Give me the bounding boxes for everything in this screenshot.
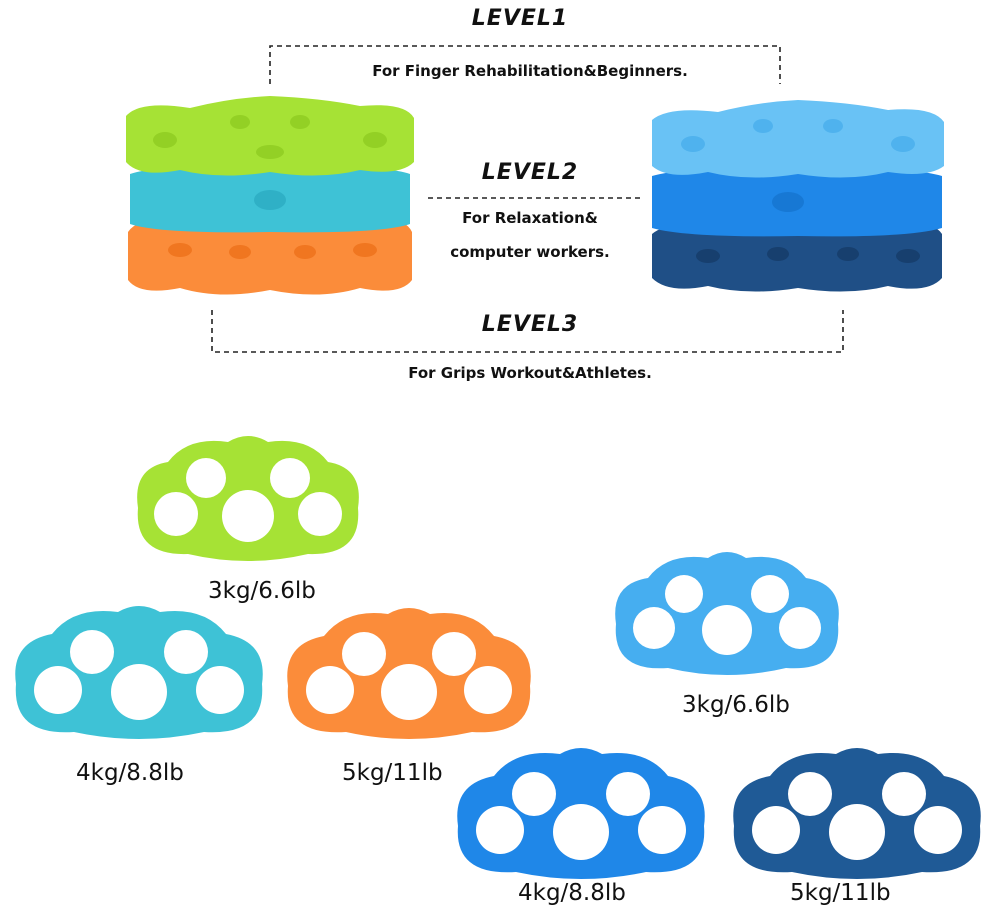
band-light-blue <box>615 552 839 675</box>
weight-label-navy: 5kg/11lb <box>790 880 891 906</box>
band-orange <box>287 608 531 739</box>
level2-title: LEVEL2 <box>481 160 579 185</box>
level3-title: LEVEL3 <box>481 312 579 337</box>
level3-description: For Grips Workout&Athletes. <box>408 364 652 382</box>
band-teal <box>15 606 263 739</box>
band-green <box>137 436 359 561</box>
level2-description-line1: For Relaxation& <box>462 209 598 227</box>
weight-label-light-blue: 3kg/6.6lb <box>682 692 790 718</box>
weight-label-green: 3kg/6.6lb <box>208 578 316 604</box>
stacked-bands-left <box>126 96 414 295</box>
level2-description-line2: computer workers. <box>450 243 610 261</box>
weight-label-teal: 4kg/8.8lb <box>76 760 184 786</box>
level1-description: For Finger Rehabilitation&Beginners. <box>372 62 688 80</box>
band-mid-blue <box>457 748 705 879</box>
weight-label-orange: 5kg/11lb <box>342 760 443 786</box>
band-navy <box>733 748 981 879</box>
level1-title: LEVEL1 <box>471 6 569 31</box>
weight-label-mid-blue: 4kg/8.8lb <box>518 880 626 906</box>
level1-bracket <box>211 45 844 353</box>
stacked-bands-right <box>652 100 944 292</box>
